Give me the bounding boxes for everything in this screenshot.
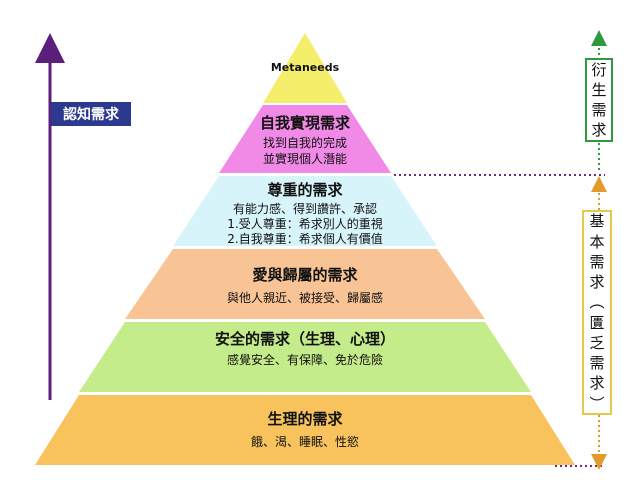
- tier-love-belonging-title: 愛與歸屬的需求: [252, 266, 358, 284]
- tier-esteem-line: 有能力感、得到讚許、承認: [233, 201, 377, 216]
- tier-physiological-line: 餓、渴、睡眠、性慾: [251, 434, 359, 449]
- basic-needs-char: 需: [589, 354, 605, 372]
- basic-needs-char: 基: [589, 212, 605, 231]
- growth-needs-label: 衍 生 需 求: [585, 58, 613, 142]
- tier-physiological-title: 生理的需求: [267, 410, 343, 428]
- growth-needs-char: 生: [591, 80, 607, 99]
- tier-safety-shape: [79, 322, 531, 392]
- tier-self-actualization-title: 自我實現需求: [260, 114, 351, 132]
- basic-needs-char: 求: [589, 374, 605, 393]
- basic-needs-char: 乏: [589, 333, 605, 352]
- cognitive-needs-label: 認知需求: [51, 102, 131, 126]
- tier-safety-title: 安全的需求（生理、心理）: [215, 330, 395, 348]
- pyramid: [35, 33, 575, 465]
- basic-needs-char: ︶: [589, 394, 605, 413]
- tier-self-actualization-line: 並實現個人潛能: [263, 151, 347, 166]
- tier-safety-line: 感覺安全、有保障、免於危險: [227, 352, 383, 367]
- growth-needs-char: 需: [591, 101, 607, 119]
- tier-metaneeds-title: Metaneeds: [271, 61, 340, 74]
- tier-esteem-line: 1.受人尊重：希求別人的重視: [227, 216, 382, 231]
- tier-self-actualization-line: 找到自我的完成: [263, 135, 347, 150]
- tier-physiological-shape: [35, 395, 575, 465]
- tier-metaneeds-shape: [263, 33, 347, 103]
- basic-needs-char: 需: [589, 252, 605, 271]
- tier-esteem-title: 尊重的需求: [267, 181, 343, 199]
- tier-self-actualization-shape: [219, 105, 391, 173]
- tier-esteem-line: 2.自我尊重：希求個人有價值: [227, 231, 382, 246]
- basic-needs-char: 求: [589, 273, 605, 291]
- basic-needs-char: ︵: [589, 293, 605, 312]
- tier-esteem-shape: [173, 176, 437, 246]
- growth-needs-char: 求: [591, 121, 607, 140]
- growth-needs-char: 衍: [591, 60, 607, 79]
- basic-needs-char: 本: [589, 232, 605, 251]
- basic-needs-char: 匱: [589, 313, 605, 332]
- basic-needs-label: 基 本 需 求 ︵ 匱 乏 需 求 ︶: [582, 210, 612, 415]
- tier-love-belonging-shape: [125, 249, 485, 319]
- tier-love-belonging-line: 與他人親近、被接受、歸屬感: [227, 290, 383, 305]
